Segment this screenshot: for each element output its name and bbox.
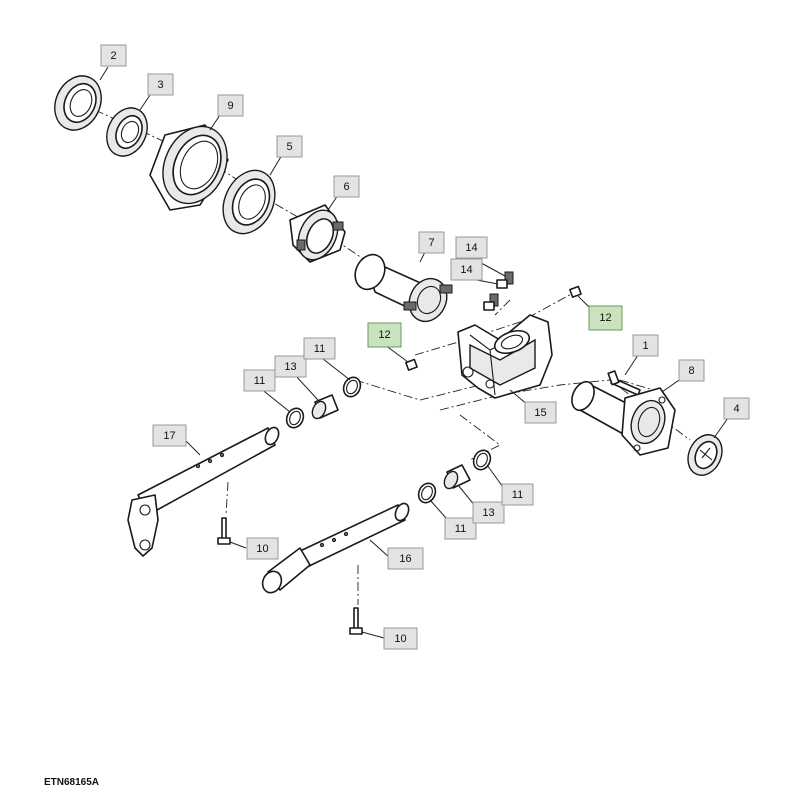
- callout-14-lower-label: 14: [460, 264, 472, 276]
- part-17-lever-shaft: [127, 426, 280, 557]
- callout-9-label: 9: [227, 100, 233, 112]
- callout-5-label: 5: [286, 141, 292, 153]
- callout-15-label: 15: [534, 407, 546, 419]
- part-1-bolt: [607, 370, 641, 396]
- callout-1-label: 1: [642, 340, 648, 352]
- callout-12-left: 12: [367, 322, 402, 348]
- callout-11-lower-right: 11: [501, 483, 534, 506]
- callout-13-lower: 13: [472, 501, 505, 524]
- callout-10-lower: 10: [383, 627, 418, 650]
- part-10-pin-upper: [217, 517, 231, 545]
- figure-identifier: ETN68165A: [44, 777, 100, 788]
- callout-13-upper-label: 13: [284, 361, 296, 373]
- callout-11-lower-left: 11: [444, 517, 477, 540]
- callout-7-label: 7: [428, 237, 434, 249]
- callout-11-lower-right-label: 11: [512, 489, 523, 501]
- callout-9: 9: [217, 94, 244, 117]
- part-14-keys: [483, 271, 514, 311]
- callout-3-label: 3: [157, 79, 163, 91]
- part-6-collar: [289, 204, 346, 263]
- part-5-seal-ring: [222, 169, 276, 235]
- callout-13-lower-label: 13: [482, 507, 494, 519]
- part-8-flange-tube: [571, 380, 676, 456]
- part-10-pin-lower: [349, 607, 363, 635]
- callout-4-label: 4: [733, 403, 739, 415]
- callout-2-label: 2: [110, 50, 116, 62]
- callout-11-lower-left-label: 11: [455, 523, 466, 535]
- callout-12-right-label: 12: [599, 312, 611, 324]
- callout-8: 8: [678, 359, 705, 382]
- callout-12-left-label: 12: [378, 329, 390, 341]
- part-7-sleeve: [354, 253, 453, 323]
- callout-14-lower: 14: [450, 258, 483, 281]
- callout-17: 17: [152, 424, 187, 447]
- part-2-seal: [54, 75, 102, 131]
- callout-13-upper: 13: [274, 355, 307, 378]
- callout-14-upper-label: 14: [465, 242, 477, 254]
- callout-17-label: 17: [163, 430, 175, 442]
- callout-6: 6: [333, 175, 360, 198]
- callout-5: 5: [276, 135, 303, 158]
- callout-6-label: 6: [343, 181, 349, 193]
- part-11-13-upper-rings: [285, 376, 362, 429]
- callout-11-upper-left-label: 11: [254, 375, 265, 387]
- part-15-housing: [457, 314, 553, 399]
- part-3-bearing: [106, 107, 148, 157]
- callout-11-upper-left: 11: [243, 369, 276, 392]
- callout-16-label: 16: [399, 553, 411, 565]
- callout-4: 4: [723, 397, 750, 420]
- part-11-13-lower-rings: [417, 449, 492, 504]
- callout-2: 2: [100, 44, 127, 67]
- part-9-cup: [149, 124, 229, 211]
- callout-7: 7: [418, 231, 445, 254]
- callout-15: 15: [524, 401, 557, 424]
- callout-1: 1: [632, 334, 659, 357]
- part-4-seal: [687, 434, 723, 476]
- callout-12-right: 12: [588, 305, 623, 331]
- callout-10-upper-label: 10: [256, 543, 268, 555]
- callout-10-lower-label: 10: [394, 633, 406, 645]
- callout-11-upper-right: 11: [303, 337, 336, 360]
- callout-8-label: 8: [688, 365, 694, 377]
- callout-14-upper: 14: [455, 236, 488, 259]
- callout-3: 3: [147, 73, 174, 96]
- part-12-set-screws: [405, 285, 582, 371]
- callout-16: 16: [387, 547, 424, 570]
- part-16-arm-shaft: [261, 502, 410, 594]
- callout-10-upper: 10: [246, 537, 279, 560]
- callout-11-upper-right-label: 11: [314, 343, 325, 355]
